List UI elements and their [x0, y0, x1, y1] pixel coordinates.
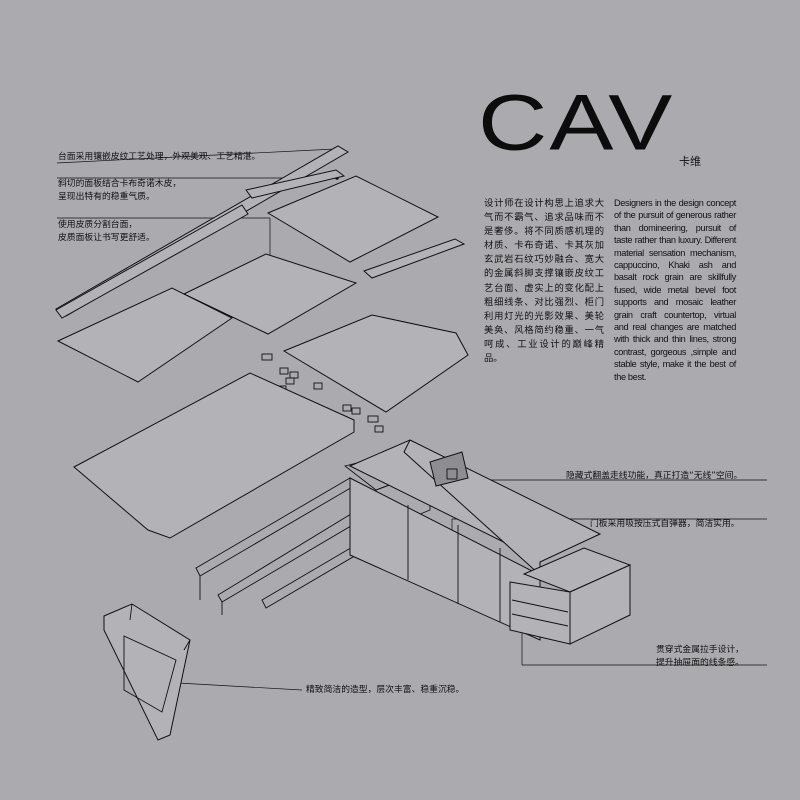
left-lower-panel — [56, 287, 233, 383]
brand-subtitle: 卡维 — [679, 155, 701, 168]
back-panel — [266, 175, 440, 263]
hardware-parts — [261, 353, 384, 433]
annotation-handle-line1: 贯穿式金属拉手设计， — [656, 645, 744, 655]
annotation-bevel-panel-line1: 斜切的面板结合卡布奇诺木皮， — [58, 179, 182, 189]
annotation-leather-line1: 使用皮质分割台面， — [58, 220, 138, 230]
left-long-panel — [55, 204, 249, 319]
annotation-hidden-cable: 隐藏式翻盖走线功能，真正打造“无线”空间。 — [566, 471, 743, 481]
desk-leg — [103, 603, 191, 741]
annotation-leather-line2: 皮质面板让书写更舒适。 — [58, 233, 155, 243]
description-english: Designers in the design concept of the p… — [614, 198, 736, 382]
bevel-strip-panel — [245, 169, 346, 199]
annotation-leg-shape: 精致简洁的造型，层次丰富、稳重沉稳。 — [306, 685, 465, 695]
right-strip-panel — [363, 238, 466, 279]
right-lower-panel — [282, 314, 469, 413]
brand-logo: CAV — [478, 79, 675, 167]
side-cabinet — [348, 439, 632, 645]
desktop-panel — [73, 372, 355, 539]
annotation-top-surface: 台面采用镶嵌皮纹工艺处理，外观美观、工艺精湛。 — [58, 152, 261, 162]
description-chinese: 设计师在设计构思上追求大气而不霸气、追求品味而不是奢侈。将不同质感机理的材质、卡… — [484, 198, 604, 365]
annotation-door-rebound: 门板采用吸按压式自弹器，简洁实用。 — [590, 519, 740, 529]
leather-panel — [182, 253, 358, 335]
annotation-bevel-panel-line2: 呈现出特有的稳重气质。 — [58, 192, 155, 202]
annotation-handle-line2: 提升抽屉面的线条感。 — [656, 658, 744, 668]
